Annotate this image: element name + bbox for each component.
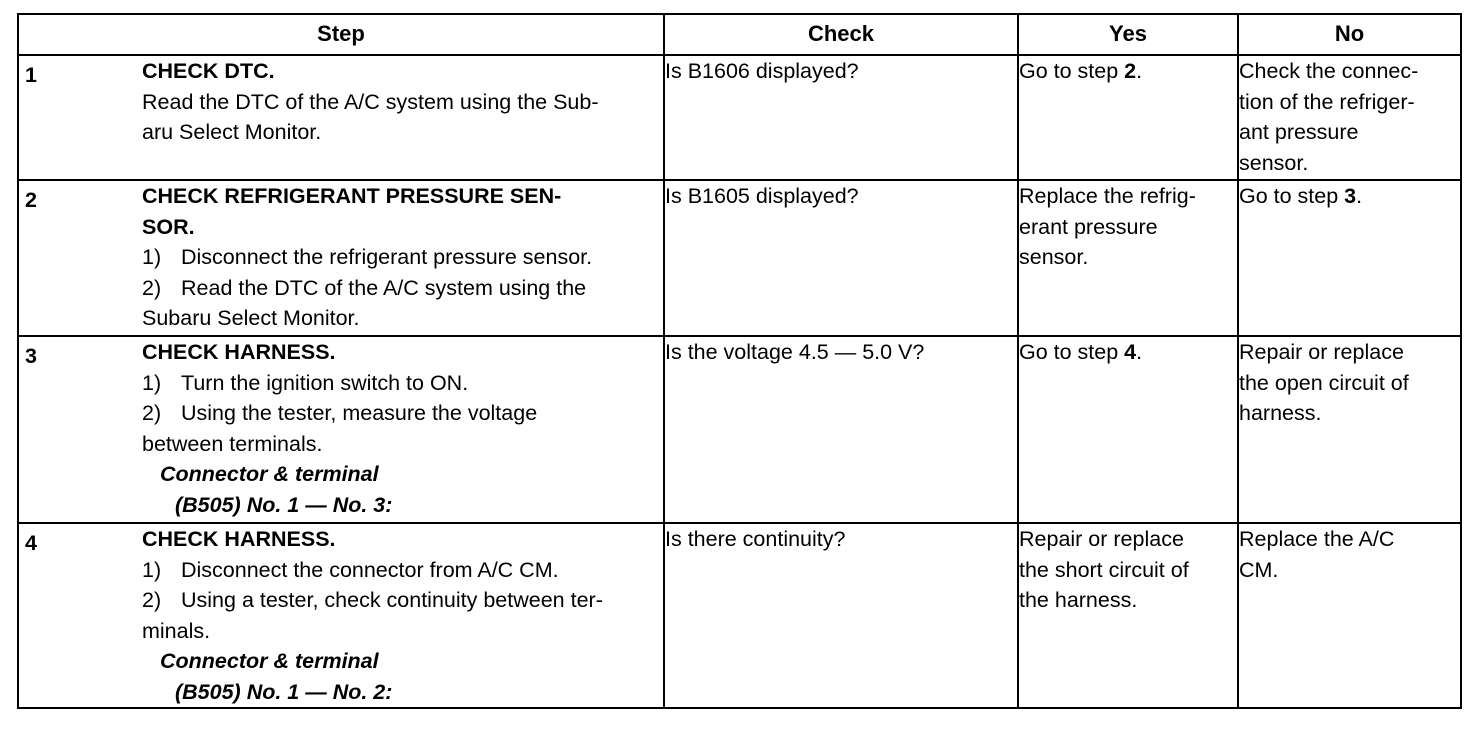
check-text: Is there continuity? <box>665 527 846 551</box>
substep: 1) Disconnect the connector from A/C CM. <box>142 555 663 586</box>
table-row: 3 CHECK HARNESS. 1) Turn the ignition swi… <box>17 335 1462 524</box>
yes-cell: Repair or replace the short circuit of t… <box>1017 522 1239 709</box>
no-text-line: Replace the A/C <box>1239 527 1395 551</box>
yes-text: Go to step <box>1019 59 1125 83</box>
step-number: 1 <box>25 63 37 87</box>
no-text-line: Check the connec- <box>1239 59 1419 83</box>
connector-terminal: (B505) No. 1 — No. 3: <box>175 492 393 517</box>
check-text: Is B1605 displayed? <box>665 184 859 208</box>
yes-step-ref: 4 <box>1124 340 1137 364</box>
table-row: 4 CHECK HARNESS. 1) Disconnect the connec… <box>17 522 1462 709</box>
check-cell: Is B1606 displayed? <box>663 54 1019 181</box>
no-text-line: sensor. <box>1239 150 1309 175</box>
table-row: 1 CHECK DTC. Read the DTC of the A/C sys… <box>17 54 1462 181</box>
substep-number: 2) <box>142 275 162 300</box>
yes-cell: Go to step 4. <box>1017 335 1239 524</box>
substep: 1) Turn the ignition switch to ON. <box>142 368 663 399</box>
substep-cont: between terminals. <box>142 431 323 456</box>
yes-text-line: the harness. <box>1019 588 1138 612</box>
yes-step-ref: 2 <box>1124 59 1137 83</box>
header-check: Check <box>663 13 1019 56</box>
substep-number: 1) <box>142 370 162 395</box>
yes-text-line: sensor. <box>1019 245 1089 269</box>
connector-terminal: (B505) No. 1 — No. 2: <box>175 679 393 704</box>
no-text-line: tion of the refriger- <box>1239 89 1415 114</box>
step-body: CHECK HARNESS. 1) Turn the ignition switc… <box>142 337 663 520</box>
substep-number: 2) <box>142 401 162 425</box>
step-cell: 4 CHECK HARNESS. 1) Disconnect the connec… <box>17 522 665 709</box>
no-text-end: . <box>1356 184 1363 208</box>
step-title: CHECK HARNESS. <box>142 340 336 364</box>
substep-text: Disconnect the connector from A/C CM. <box>181 557 559 582</box>
connector-label: Connector & terminal <box>160 649 379 673</box>
no-cell: Go to step 3. <box>1237 179 1462 337</box>
header-row: Step Check Yes No <box>17 13 1462 56</box>
header-yes: Yes <box>1017 13 1239 56</box>
check-text: Is B1606 displayed? <box>665 59 859 83</box>
yes-cell: Replace the refrig- erant pressure senso… <box>1017 179 1239 337</box>
check-cell: Is the voltage 4.5 — 5.0 V? <box>663 335 1019 524</box>
no-cell: Repair or replace the open circuit of ha… <box>1237 335 1462 524</box>
step-cell: 2 CHECK REFRIGERANT PRESSURE SEN- SOR. 1… <box>17 179 665 337</box>
substep-text: Disconnect the refrigerant pressure sens… <box>181 245 593 269</box>
diagnostic-table: Step Check Yes No 1 CHECK DTC. Read the … <box>17 13 1462 709</box>
check-text: Is the voltage 4.5 — 5.0 V? <box>665 340 925 364</box>
substep-text: Using the tester, measure the voltage <box>181 401 538 425</box>
substep-text: Turn the ignition switch to ON. <box>181 370 469 395</box>
substep-text: Read the DTC of the A/C system using the <box>181 275 587 300</box>
substep-number: 1) <box>142 557 162 582</box>
header-no: No <box>1237 13 1462 56</box>
substep: 2) Using a tester, check continuity betwe… <box>142 585 663 616</box>
yes-text: Go to step <box>1019 340 1125 364</box>
step-body: CHECK HARNESS. 1) Disconnect the connecto… <box>142 524 663 707</box>
step-title-cont: SOR. <box>142 214 195 239</box>
substep-number: 2) <box>142 588 162 612</box>
no-text-line: Repair or replace <box>1239 340 1404 364</box>
no-cell: Check the connec- tion of the refriger- … <box>1237 54 1462 181</box>
yes-text-line: Repair or replace <box>1019 527 1184 551</box>
yes-text-end: . <box>1136 59 1143 83</box>
step-number: 4 <box>25 531 37 555</box>
no-text: Go to step <box>1239 184 1345 208</box>
substep-cont: minals. <box>142 618 211 643</box>
substep: 2) Using the tester, measure the voltage <box>142 398 663 429</box>
step-number: 3 <box>25 344 37 368</box>
substep-number: 1) <box>142 245 162 269</box>
step-title: CHECK DTC. <box>142 59 275 83</box>
no-text-line: CM. <box>1239 557 1279 582</box>
header-step: Step <box>17 13 665 56</box>
step-title: CHECK REFRIGERANT PRESSURE SEN- <box>142 184 562 208</box>
step-cell: 3 CHECK HARNESS. 1) Turn the ignition swi… <box>17 335 665 524</box>
step-body: CHECK REFRIGERANT PRESSURE SEN- SOR. 1) D… <box>142 181 663 334</box>
no-text-line: ant pressure <box>1239 120 1359 144</box>
substep: 1) Disconnect the refrigerant pressure se… <box>142 242 663 273</box>
no-cell: Replace the A/C CM. <box>1237 522 1462 709</box>
yes-text-line: erant pressure <box>1019 214 1158 239</box>
no-text-line: the open circuit of <box>1239 370 1409 395</box>
step-number: 2 <box>25 188 37 212</box>
substep-cont: Subaru Select Monitor. <box>142 306 360 330</box>
yes-text-line: Replace the refrig- <box>1019 184 1196 208</box>
step-text-line: Read the DTC of the A/C system using the… <box>142 89 599 114</box>
substep: 2) Read the DTC of the A/C system using t… <box>142 273 663 304</box>
yes-text-end: . <box>1136 340 1143 364</box>
step-text-line: aru Select Monitor. <box>142 120 322 144</box>
step-body: CHECK DTC. Read the DTC of the A/C syste… <box>142 56 663 148</box>
connector-label: Connector & terminal <box>160 462 379 486</box>
check-cell: Is there continuity? <box>663 522 1019 709</box>
table-row: 2 CHECK REFRIGERANT PRESSURE SEN- SOR. 1… <box>17 179 1462 337</box>
no-step-ref: 3 <box>1344 184 1357 208</box>
step-title: CHECK HARNESS. <box>142 527 336 551</box>
yes-cell: Go to step 2. <box>1017 54 1239 181</box>
step-cell: 1 CHECK DTC. Read the DTC of the A/C sys… <box>17 54 665 181</box>
substep-text: Using a tester, check continuity between… <box>181 588 603 612</box>
check-cell: Is B1605 displayed? <box>663 179 1019 337</box>
yes-text-line: the short circuit of <box>1019 557 1189 582</box>
no-text-line: harness. <box>1239 401 1322 425</box>
